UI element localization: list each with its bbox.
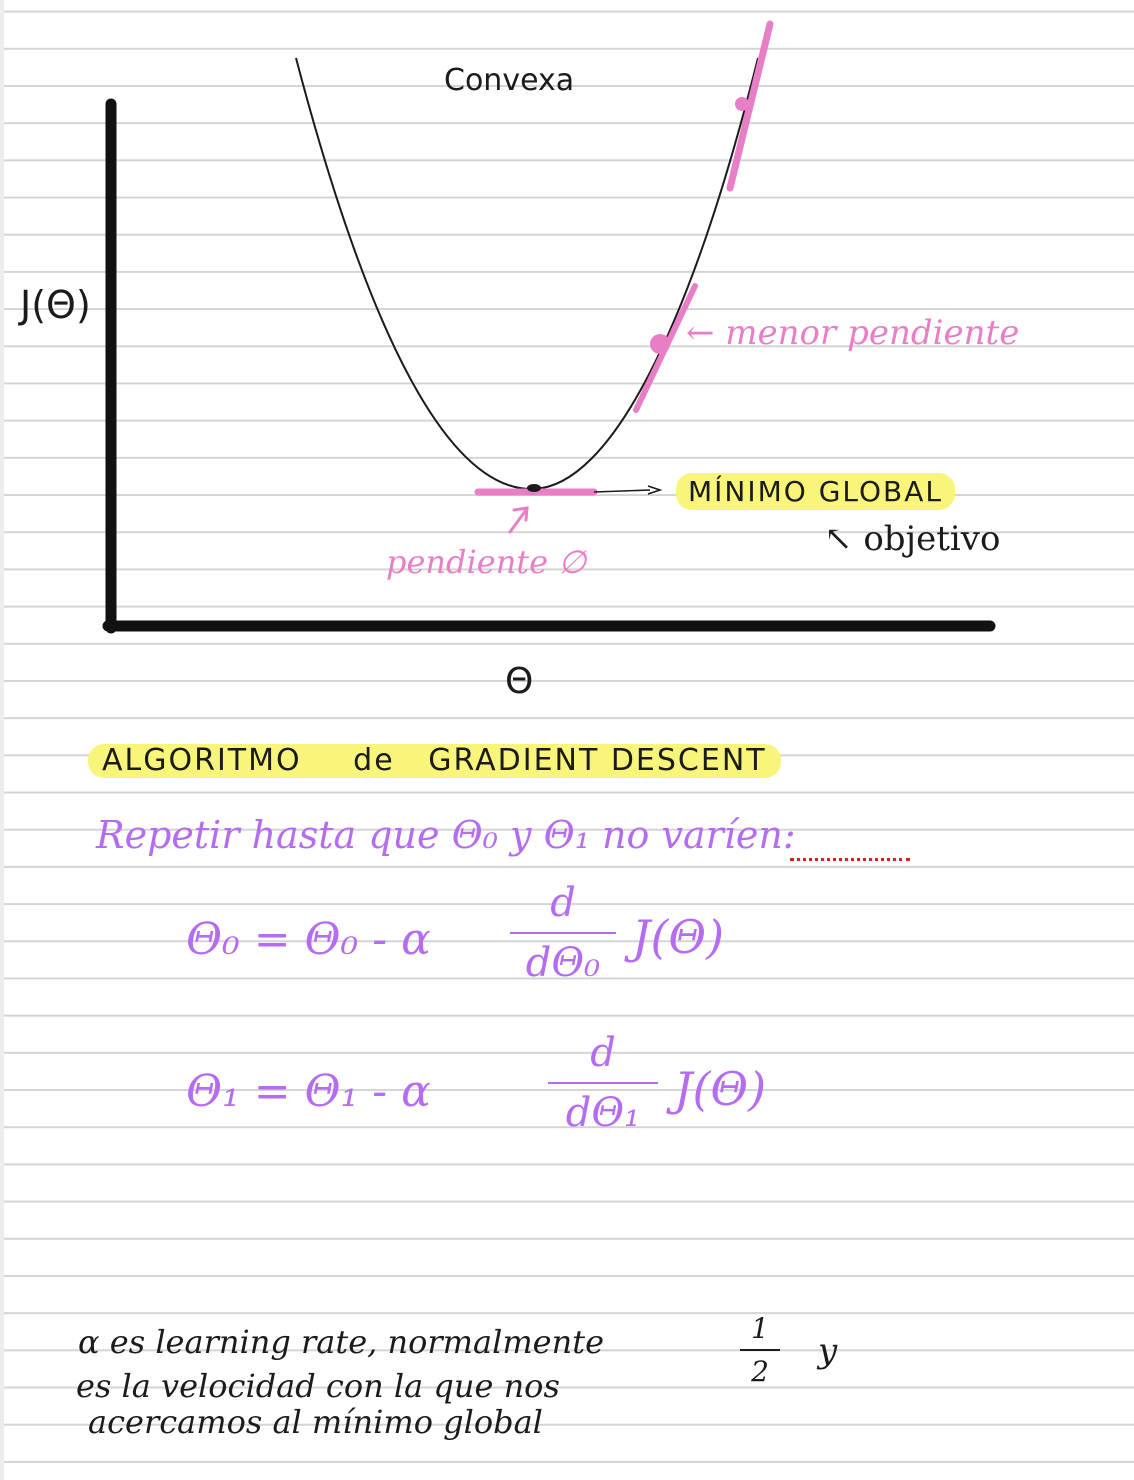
objetivo-text: objetivo [863,519,1001,559]
eq1-rhs: J(Θ) [674,1062,767,1116]
eq1-fraction-bar [548,1082,658,1084]
eq0-numerator: d [550,880,576,926]
convex-curve [295,57,759,491]
eq1-fraction: d dΘ₁ [548,1030,658,1136]
note-fraction-den: 2 [751,1355,769,1388]
section-title-part1: ALGORITMO [102,743,302,778]
graph-title: Convexa [444,63,575,98]
objetivo-arrow-icon: ↖ [824,519,853,559]
point-medium [650,334,670,354]
section-title-part2: de [353,743,395,778]
note-line3: acercamos al mínimo global [88,1403,543,1441]
eq0-fraction-bar [510,932,616,934]
eq0-denominator: dΘ₀ [525,940,601,986]
section-title-part3: GRADIENT DESCENT [428,743,767,778]
note-fraction: 1 2 [740,1312,780,1388]
label-menor-pendiente: ← menor pendiente [686,313,1020,353]
note-conj: y [818,1331,838,1371]
label-objetivo: ↖ objetivo [824,522,1000,556]
label-pendiente-cero: pendiente ∅ [386,543,587,581]
pendiente-arrow-head [512,506,529,522]
eq1-denominator: dΘ₁ [565,1090,641,1136]
minimo-global-highlight: MÍNIMO GLOBAL [676,473,956,510]
convex-graph [102,20,996,634]
note-line1: α es learning rate, normalmente [78,1323,604,1361]
minimum-point [527,484,541,492]
minimum-arrow-head [647,485,663,495]
tangent-steep [726,20,774,192]
note-fraction-num: 1 [751,1312,769,1345]
section-title: ALGORITMO de GRADIENT DESCENT [88,744,781,778]
eq1-numerator: d [590,1030,616,1076]
x-axis-label: Θ [505,661,534,702]
eq0-rhs: J(Θ) [632,910,725,964]
label-minimo-global: MÍNIMO GLOBAL [676,473,956,510]
page-edge [0,0,4,1480]
eq0-fraction: d dΘ₀ [510,880,616,986]
repeat-line: Repetir hasta que Θ₀ y Θ₁ no varíen: [96,813,796,857]
minimum-arrow-line [593,489,651,493]
note-line2: es la velocidad con la que nos [76,1367,560,1405]
spellcheck-underline [790,858,910,861]
note-fraction-bar [740,1349,780,1351]
pendiente-arrow-line [508,508,528,534]
eq1-lhs: Θ₁ = Θ₁ - α [186,1066,431,1117]
eq0-lhs: Θ₀ = Θ₀ - α [186,914,431,965]
y-axis-label: J(Θ) [20,283,91,327]
point-steep [735,97,749,111]
